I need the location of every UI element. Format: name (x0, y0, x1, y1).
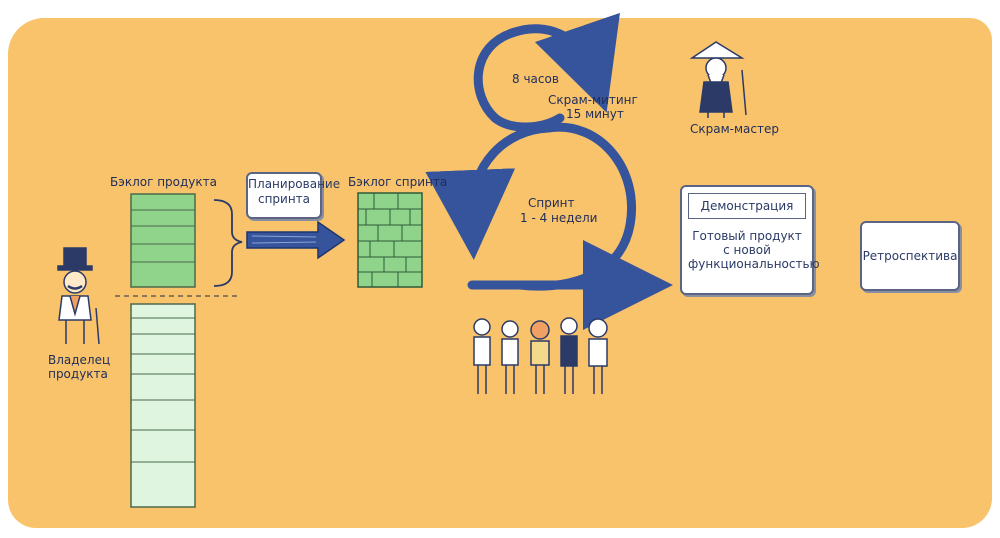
done-product-text: Готовый продукт с новой функциональность… (688, 229, 820, 271)
demo-title: Демонстрация (688, 193, 806, 219)
scrum-master-figure (689, 41, 747, 118)
retrospective-box: Ретроспектива (860, 221, 960, 291)
product-owner-figure (57, 247, 100, 345)
minutes-label: 15 минут (566, 107, 624, 121)
sprint-backlog-grid (357, 192, 423, 288)
planning-arrow (246, 220, 346, 260)
product-backlog-stack (115, 193, 238, 508)
team-member-3 (530, 320, 550, 394)
hours-label: 8 часов (512, 72, 559, 86)
loop-connector (490, 113, 565, 132)
sprint-label: Спринт (528, 196, 575, 210)
product-owner-label: Владелец продукта (48, 353, 111, 381)
team-member-1 (473, 318, 491, 394)
team-member-2 (501, 320, 519, 394)
demo-box: Демонстрация Готовый продукт с новой фун… (680, 185, 820, 295)
backlog-brace (213, 199, 243, 287)
team-member-5 (588, 318, 608, 394)
scrum-master-label: Скрам-мастер (690, 122, 779, 136)
team-figures (473, 317, 608, 394)
product-backlog-label: Бэклог продукта (110, 175, 217, 189)
sprint-duration-label: 1 - 4 недели (520, 211, 598, 225)
sprint-inner-arrow (425, 123, 553, 260)
sprint-planning-label: Планирование спринта (246, 172, 340, 219)
team-member-4 (560, 317, 578, 394)
scrum-meeting-label: Скрам-митинг (548, 93, 638, 107)
daily-loop-arrow (473, 12, 620, 123)
sprint-backlog-label: Бэклог спринта (348, 175, 448, 189)
